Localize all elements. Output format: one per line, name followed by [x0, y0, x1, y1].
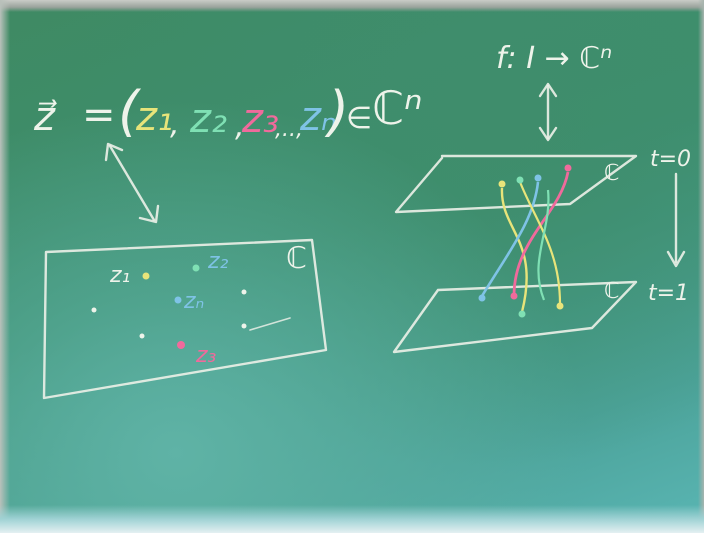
point-z3 — [177, 341, 185, 349]
top-plane-label: ℂ — [604, 161, 619, 186]
left-z1-label: z₁ — [109, 263, 130, 288]
open-paren: ( — [118, 80, 142, 143]
right-planes: ℂ ℂ t=0 t=1 — [392, 147, 691, 354]
element-of: ∈ — [346, 101, 372, 136]
bottom-point-yellow — [556, 302, 564, 310]
time-arrow-head — [666, 250, 686, 268]
strand-blue — [480, 181, 540, 297]
formula-dots: ,.., — [275, 117, 303, 142]
chalk-smudge — [249, 317, 291, 331]
board-frame-left — [0, 0, 10, 533]
formula: z⃗ = ( z₁ , z₂ , z₃ ,.., zₙ ) ∈ ℂⁿ — [33, 80, 422, 144]
point-extra-4 — [241, 323, 247, 329]
left-plane: ℂ z₁ z₂ zₙ z₃ — [42, 238, 328, 400]
complex-space: ℂⁿ — [372, 81, 422, 135]
close-paren: ) — [324, 80, 349, 143]
map-label: f: I → ℂⁿ — [496, 41, 612, 76]
formula-z2: z₂ — [189, 96, 227, 142]
point-extra-3 — [241, 289, 247, 295]
bottom-point-pink — [510, 292, 518, 300]
formula-double-arrow — [104, 142, 160, 224]
formula-z3: z₃ — [241, 96, 279, 142]
left-zn-label: zₙ — [183, 289, 204, 314]
point-extra-1 — [91, 307, 97, 313]
comma-1: , — [170, 107, 180, 142]
board-frame-bottom — [0, 505, 704, 533]
bottom-point-blue — [478, 294, 486, 302]
left-plane-label: ℂ — [286, 241, 307, 276]
equals-sign: = — [82, 92, 116, 138]
left-z3-label: z₃ — [195, 343, 217, 368]
bottom-plane-label: ℂ — [604, 279, 619, 304]
strand-yellow-2 — [518, 181, 562, 305]
board-frame-right — [698, 0, 704, 533]
board-frame-top — [0, 0, 704, 12]
vector-z: z⃗ — [33, 94, 57, 140]
point-extra-2 — [139, 333, 145, 339]
left-z2-label: z₂ — [207, 249, 229, 274]
map-double-arrow — [538, 82, 558, 142]
formula-zn: zₙ — [299, 94, 337, 140]
formula-z1: z₁ — [135, 94, 173, 140]
point-zn — [174, 296, 182, 304]
top-point-green — [516, 176, 524, 184]
comma-2: , — [235, 109, 245, 144]
t1-label: t=1 — [648, 281, 689, 306]
strand-pink — [512, 171, 570, 297]
top-point-blue — [534, 174, 542, 182]
point-z2 — [192, 264, 200, 272]
t0-label: t=0 — [650, 147, 691, 172]
top-point-pink — [564, 164, 572, 172]
top-point-yellow — [498, 180, 506, 188]
point-z1 — [142, 272, 150, 280]
bottom-point-green — [518, 310, 526, 318]
strand-green — [537, 189, 550, 301]
